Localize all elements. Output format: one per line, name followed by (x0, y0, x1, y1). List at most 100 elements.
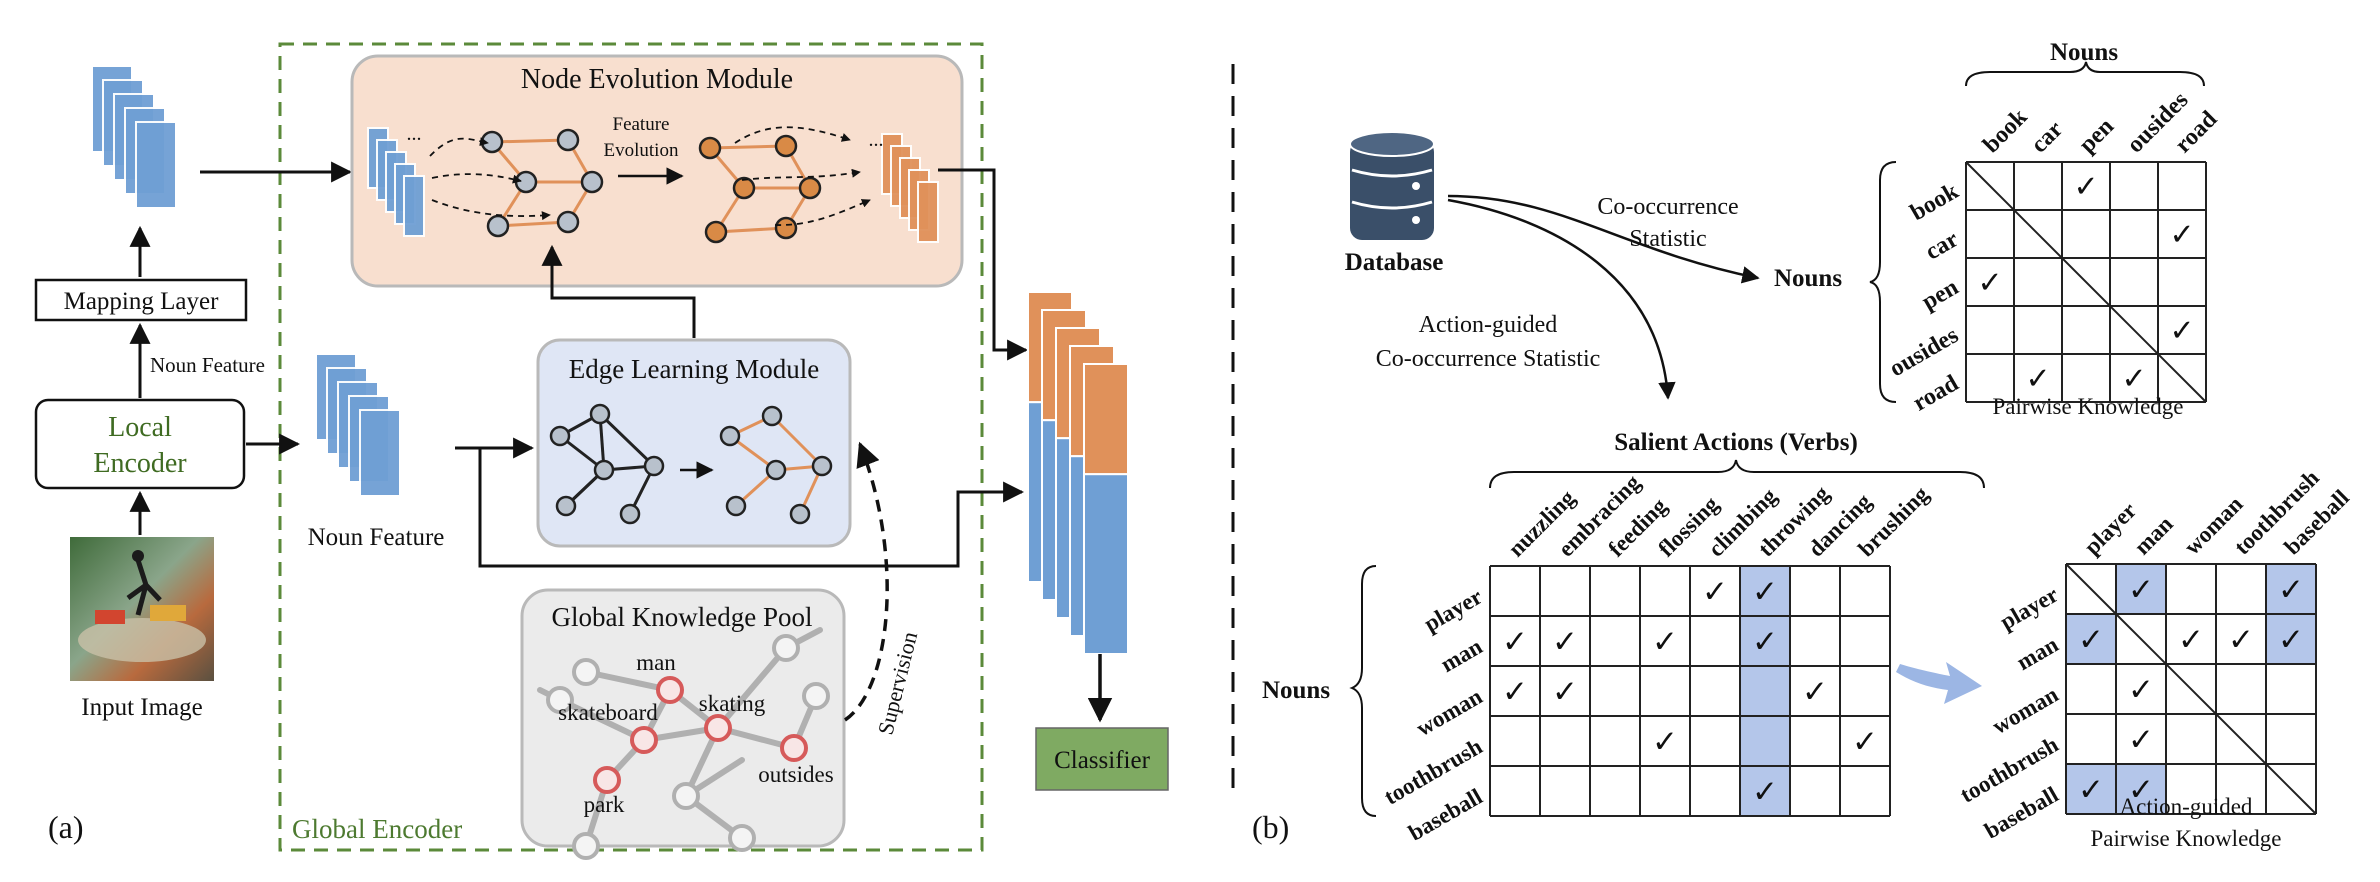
gray-node (556, 210, 580, 234)
pool-node-gray (546, 686, 574, 714)
check-mark: ✓ (1652, 724, 1678, 759)
fused-feature-stack (1027, 291, 1129, 656)
transform-arrow (1896, 662, 1982, 704)
local-encoder-label-1: Local (108, 412, 172, 443)
feature-map (359, 409, 401, 497)
row-label: woman (1412, 684, 1487, 742)
column-label: player (2079, 498, 2141, 560)
highlight-cell (2116, 764, 2166, 814)
gray-node (580, 170, 604, 194)
check-mark: ✓ (2170, 315, 2195, 348)
graph-edge (491, 138, 569, 144)
feature-evolution-label-2: Evolution (604, 140, 679, 161)
graph-edge (770, 414, 824, 468)
arrow-db-to-nouns (1447, 194, 1760, 284)
arrow-edge-to-node (541, 244, 696, 338)
row-label: car (1921, 226, 1963, 265)
diagonal-line (2065, 563, 2317, 815)
gray-node (811, 455, 833, 477)
pool-node-red (704, 714, 732, 742)
check-mark: ✓ (1502, 674, 1528, 709)
pool-node-gray (772, 634, 800, 662)
gray-node (514, 170, 538, 194)
verb-matrix-left-brace (1349, 565, 1377, 817)
gray-node (719, 425, 741, 447)
highlight-cell (2116, 564, 2166, 614)
check-mark: ✓ (2178, 622, 2204, 657)
supervision-label: Supervision (873, 629, 923, 737)
pool-edge (715, 645, 789, 731)
pool-node-gray (672, 782, 700, 810)
highlight-cell (2266, 614, 2316, 664)
global-encoder-label: Global Encoder (292, 814, 462, 844)
column-label: car (2026, 116, 2068, 158)
check-mark: ✓ (2278, 622, 2304, 657)
pool-node-gray (802, 682, 830, 710)
orange-node (798, 176, 822, 200)
node-evolution-output-stack (881, 133, 939, 243)
nouns-label: Nouns (1774, 265, 1842, 292)
column-label: book (1978, 104, 2033, 159)
gray-node (725, 495, 747, 517)
check-mark: ✓ (1852, 724, 1878, 759)
highlight-cell (2066, 764, 2116, 814)
row-label: man (2012, 632, 2062, 675)
noun-matrix-caption: Pairwise Knowledge (1993, 394, 2184, 419)
gray-node (549, 425, 571, 447)
mapping-layer-box (34, 278, 248, 322)
graph-edge (598, 412, 656, 468)
check-mark: ✓ (2078, 772, 2104, 807)
check-mark: ✓ (1702, 574, 1728, 609)
row-label: road (1909, 370, 1964, 417)
feature-evolution-label-1: Feature (613, 114, 670, 135)
supervision-arrow (844, 441, 889, 722)
check-mark: ✓ (1502, 624, 1528, 659)
arrow-node-to-fused (938, 168, 1029, 361)
gray-node (619, 503, 641, 525)
gray-node (555, 495, 577, 517)
check-mark: ✓ (1652, 624, 1678, 659)
diagonal-line (1965, 161, 2207, 403)
edge-learning-module-box (536, 338, 852, 548)
column-label: pen (2074, 113, 2119, 158)
check-mark: ✓ (2128, 722, 2154, 757)
noun-feature-small-label: Noun Feature (150, 353, 265, 377)
pool-word-skateboard: skateboard (558, 700, 658, 725)
node-evolution-input-stack (367, 127, 425, 237)
gray-node (486, 214, 510, 238)
check-mark: ✓ (2228, 622, 2254, 657)
gray-node (765, 459, 787, 481)
feature-map-bottom (1083, 473, 1129, 656)
check-mark: ✓ (1552, 624, 1578, 659)
noun-matrix-top-brace (1965, 61, 2205, 87)
graph-gray-nodes (480, 128, 604, 238)
row-label: pen (1918, 274, 1963, 315)
check-mark: ✓ (2278, 572, 2304, 607)
column-label: brushing (1853, 481, 1933, 561)
row-label: woman (1988, 682, 2063, 740)
pool-node-gray (572, 832, 600, 860)
row-label: player (1996, 582, 2063, 635)
graph-edge (709, 144, 787, 150)
check-mark: ✓ (2170, 219, 2195, 252)
knowledge-graph (537, 627, 830, 860)
feature-mapping-dashes (429, 126, 871, 226)
mapping-layer-label: Mapping Layer (64, 288, 219, 315)
database-label: Database (1345, 249, 1444, 276)
ellipsis-right: ... (869, 129, 884, 151)
check-mark: ✓ (1752, 574, 1778, 609)
cooccurrence-label-1: Co-occurrence (1597, 194, 1738, 220)
check-mark: ✓ (2074, 171, 2099, 204)
local-encoder-box (34, 398, 246, 490)
edge-learning-module-title: Edge Learning Module (569, 354, 819, 384)
pool-node-red (630, 726, 658, 754)
check-mark: ✓ (2128, 572, 2154, 607)
check-mark: ✓ (1752, 774, 1778, 809)
pool-node-red (656, 676, 684, 704)
gray-node (556, 128, 580, 152)
orange-node (732, 176, 756, 200)
pool-edge (557, 697, 647, 743)
verb-matrix-top-label: Salient Actions (Verbs) (1614, 429, 1858, 456)
gray-node (643, 455, 665, 477)
cooccurrence-label-2: Statistic (1629, 226, 1706, 252)
